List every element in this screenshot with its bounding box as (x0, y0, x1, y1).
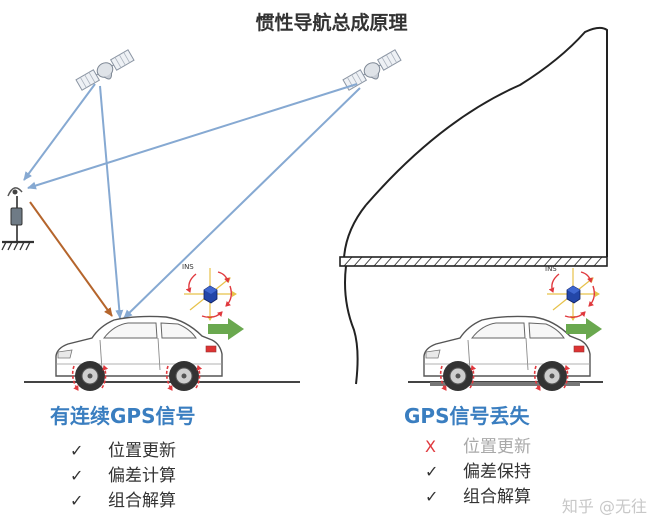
direction-arrow-icon (208, 318, 244, 340)
list-item: ✓ 偏差计算 (70, 463, 176, 488)
list-item: X 位置更新 (425, 434, 531, 459)
left-heading: 有连续GPS信号 (50, 404, 196, 428)
satellite-icon (341, 48, 404, 95)
list-item-label: 位置更新 (108, 441, 176, 461)
list-item-label: 偏差计算 (108, 466, 176, 486)
list-item: ✓ 偏差保持 (425, 459, 531, 484)
mountain-tunnel (339, 26, 608, 385)
checkmark-icon: ✓ (70, 441, 84, 460)
list-item-label: 组合解算 (108, 491, 176, 511)
list-item-label: 位置更新 (463, 437, 531, 457)
list-item-label: 组合解算 (463, 487, 531, 507)
gps-signal-lines (23, 83, 361, 319)
ins-imu-icon: INS (545, 265, 599, 320)
svg-text:INS: INS (182, 263, 194, 271)
list-item-label: 偏差保持 (463, 462, 531, 482)
list-item: ✓ 位置更新 (70, 438, 176, 463)
road-shadow (430, 382, 580, 386)
watermark: 知乎 @无往 (561, 497, 647, 516)
right-heading: GPS信号丢失 (404, 404, 530, 428)
checkmark-icon: ✓ (425, 487, 439, 506)
checkmark-icon: ✓ (425, 462, 439, 481)
ins-imu-icon: INS (182, 263, 236, 320)
car-icon (424, 316, 590, 391)
base-station-correction-line (29, 201, 113, 317)
satellite-icon (74, 48, 137, 95)
left-status-list: ✓ 位置更新 ✓ 偏差计算 ✓ 组合解算 (70, 438, 176, 513)
base-station-icon (1, 187, 34, 251)
svg-text:INS: INS (545, 265, 557, 273)
list-item: ✓ 组合解算 (70, 488, 176, 513)
page-title: 惯性导航总成原理 (255, 12, 408, 34)
list-item: ✓ 组合解算 (425, 484, 531, 509)
cross-icon: X (425, 437, 436, 456)
right-status-list: X 位置更新 ✓ 偏差保持 ✓ 组合解算 (425, 434, 531, 509)
car-icon (56, 316, 222, 391)
checkmark-icon: ✓ (70, 491, 84, 510)
checkmark-icon: ✓ (70, 466, 84, 485)
